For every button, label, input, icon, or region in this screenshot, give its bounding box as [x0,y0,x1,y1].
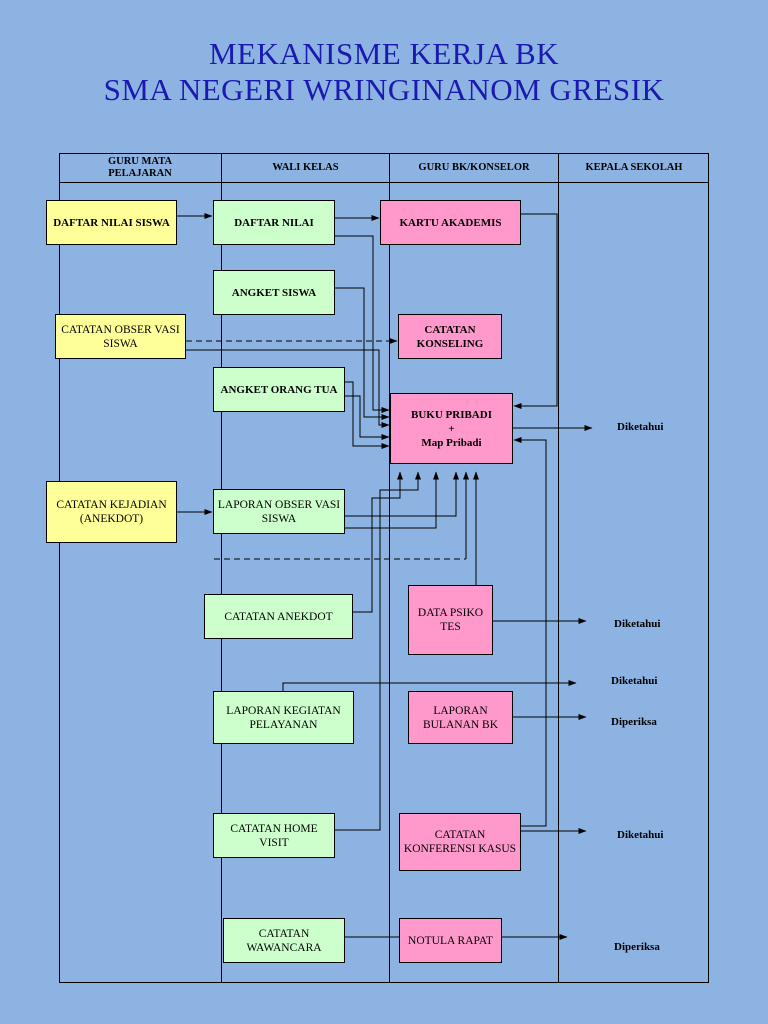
column-header-guru-bk: GURU BK/KONSELOR [418,162,530,173]
note-diperiksa-laporan-bulanan: Diperiksa [611,716,657,728]
box-buku-pribadi: BUKU PRIBADI + Map Pribadi [390,393,513,464]
map-pribadi-label: Map Pribadi [421,436,482,449]
column-divider [221,153,222,983]
box-kartu-akademis: KARTU AKADEMIS [380,200,521,245]
box-catatan-kejadian: CATATAN KEJADIAN (ANEKDOT) [46,481,177,543]
box-catatan-anekdot: CATATAN ANEKDOT [204,594,353,639]
note-diketahui-buku-pribadi: Diketahui [617,421,664,433]
box-catatan-wawancara: CATATAN WAWANCARA [223,918,345,963]
box-catatan-konferensi-kasus: CATATAN KONFERENSI KASUS [399,813,521,871]
title-line-1: MEKANISME KERJA BK [208,36,560,71]
title-line-2: SMA NEGERI WRINGINANOM GRESIK [103,72,665,107]
box-data-psiko-tes: DATA PSIKO TES [408,585,493,655]
buku-pribadi-label: BUKU PRIBADI [411,408,492,421]
box-catatan-konseling: CATATAN KONSELING [398,314,502,359]
column-header-kepala-sekolah: KEPALA SEKOLAH [585,162,683,173]
buku-pribadi-plus: + [448,422,455,435]
box-angket-orang-tua: ANGKET ORANG TUA [213,367,345,412]
diagram-frame [59,153,709,983]
box-laporan-observasi-siswa: LAPORAN OBSER VASI SISWA [213,489,345,534]
box-laporan-bulanan-bk: LAPORAN BULANAN BK [408,691,513,744]
column-header-guru-mapel: GURU MATA PELAJARAN [107,156,173,179]
box-angket-siswa: ANGKET SISWA [213,270,335,315]
note-diketahui-laporan-kegiatan: Diketahui [611,675,658,687]
box-catatan-home-visit: CATATAN HOME VISIT [213,813,335,858]
note-diketahui-konferensi-kasus: Diketahui [617,829,664,841]
note-diperiksa-notula: Diperiksa [614,941,660,953]
header-divider [59,182,709,183]
column-divider [389,153,390,983]
column-header-wali-kelas: WALI KELAS [272,162,339,173]
box-catatan-observasi-siswa: CATATAN OBSER VASI SISWA [55,314,186,359]
box-notula-rapat: NOTULA RAPAT [399,918,502,963]
box-laporan-kegiatan-pelayanan: LAPORAN KEGIATAN PELAYANAN [213,691,354,744]
box-daftar-nilai: DAFTAR NILAI [213,200,335,245]
box-daftar-nilai-siswa: DAFTAR NILAI SISWA [46,200,177,245]
column-divider [558,153,559,983]
note-diketahui-psiko-tes: Diketahui [614,618,661,630]
